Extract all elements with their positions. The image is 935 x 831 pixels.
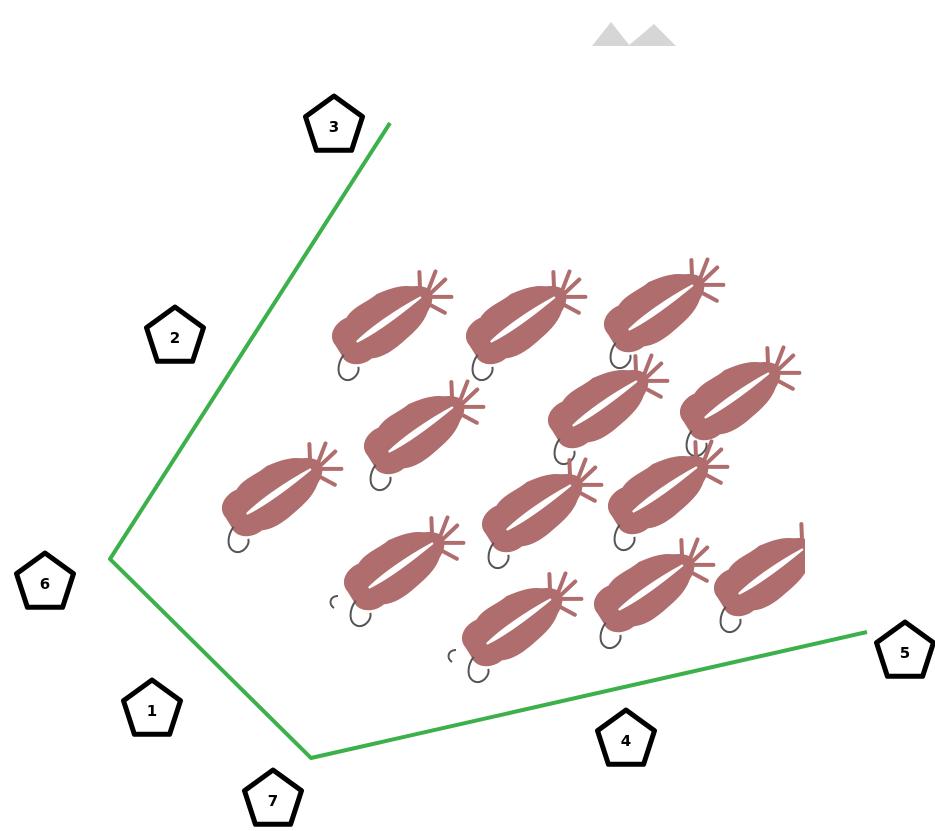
marker-label: 4 <box>621 732 631 750</box>
beetle-tail <box>331 596 338 608</box>
pentagon-marker-3: 3 <box>306 96 363 150</box>
creature-group <box>204 247 846 685</box>
beetle-icon <box>346 369 496 493</box>
marker-label: 6 <box>40 575 50 593</box>
beetle-icon <box>448 259 598 383</box>
pentagon-marker-7: 7 <box>245 770 302 824</box>
beetle-icon <box>464 447 614 571</box>
marker-group: 1 2 3 4 5 6 7 <box>17 96 934 824</box>
marker-label: 2 <box>170 329 180 347</box>
beetle-icon <box>314 259 464 383</box>
beetle-icon <box>204 431 354 555</box>
pentagon-marker-1: 1 <box>124 680 181 734</box>
beetle-icon <box>576 527 726 651</box>
beetle-icon <box>590 429 740 553</box>
beetle-icon <box>326 505 476 629</box>
mountain-logo-icon <box>592 22 676 46</box>
pentagon-marker-2: 2 <box>147 307 204 361</box>
beetle-icon <box>662 335 812 459</box>
marker-label: 1 <box>147 702 157 720</box>
beetle-icon <box>444 561 594 685</box>
beetle-icon <box>586 247 736 371</box>
marker-label: 7 <box>268 792 278 810</box>
beetle-tail <box>449 650 456 662</box>
pentagon-marker-6: 6 <box>17 553 74 607</box>
marker-label: 5 <box>900 644 910 662</box>
beetle-icon <box>696 511 846 635</box>
pentagon-marker-5: 5 <box>877 622 934 676</box>
marker-label: 3 <box>329 118 339 136</box>
pentagon-marker-4: 4 <box>598 710 655 764</box>
beetle-icon <box>530 343 680 467</box>
